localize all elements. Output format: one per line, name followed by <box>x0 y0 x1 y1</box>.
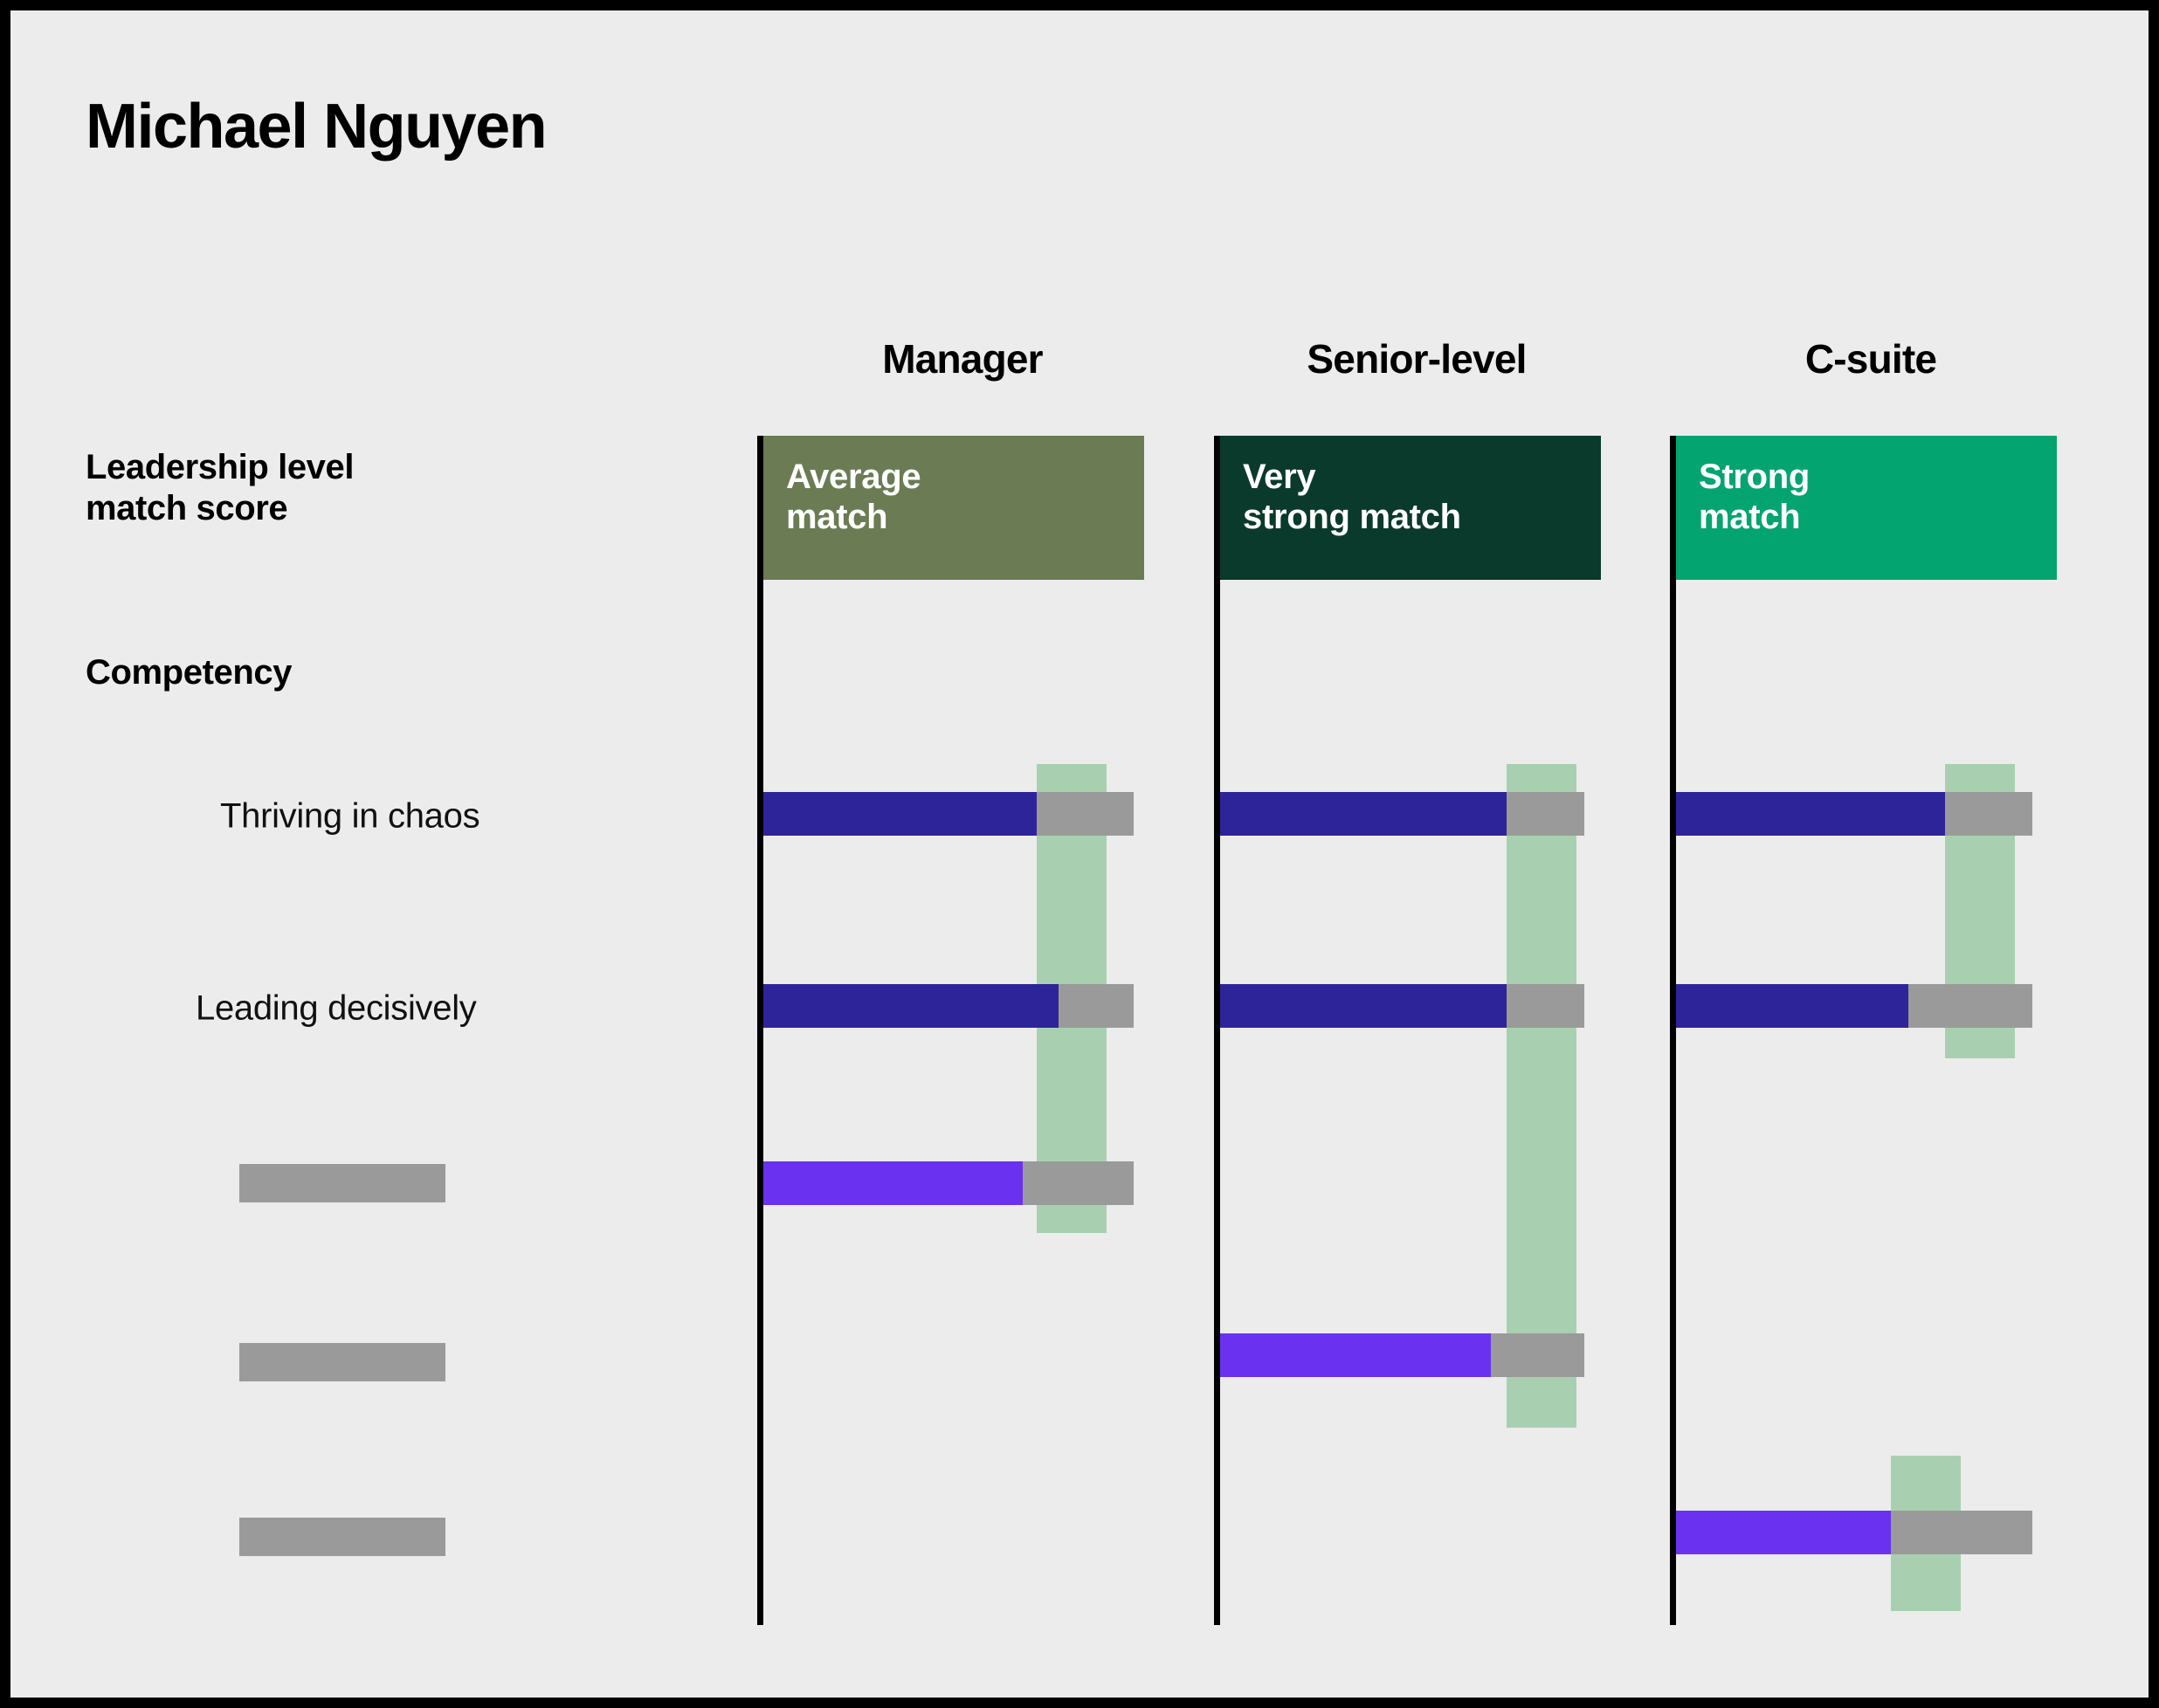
match-box-c-suite-label: Strong match <box>1699 458 1811 537</box>
row-label-redacted-5 <box>239 1518 445 1556</box>
score-bar-manager-row1 <box>763 792 1037 836</box>
match-box-senior-level: Very strong match <box>1220 436 1601 580</box>
leadership-level-match-score-label: Leadership level match score <box>86 448 355 528</box>
score-bar-senior-level-row2 <box>1220 984 1507 1028</box>
row-label-redacted-3 <box>239 1164 445 1202</box>
score-bar-senior-level-row1 <box>1220 792 1507 836</box>
row-label-leading-decisively: Leading decisively <box>196 988 477 1028</box>
page-title: Michael Nguyen <box>86 92 548 162</box>
score-bar-c-suite-row5 <box>1676 1511 1891 1554</box>
chart-canvas: Michael Nguyen Manager Senior-level C-su… <box>10 10 2149 1698</box>
column-header-manager: Manager <box>882 336 1043 382</box>
row-label-redacted-4 <box>239 1343 445 1381</box>
column-header-senior-level: Senior-level <box>1307 336 1527 382</box>
match-box-manager: Average match <box>763 436 1144 580</box>
score-bar-c-suite-row2 <box>1676 984 1908 1028</box>
score-bar-c-suite-row1 <box>1676 792 1945 836</box>
competency-label: Competency <box>86 653 293 692</box>
axis-line-c-suite <box>1670 436 1676 1625</box>
column-header-c-suite: C-suite <box>1804 336 1937 382</box>
axis-line-manager <box>757 436 763 1625</box>
row-label-thriving-in-chaos: Thriving in chaos <box>220 796 480 836</box>
match-box-senior-level-label: Very strong match <box>1243 458 1461 537</box>
score-bar-manager-row2 <box>763 984 1059 1028</box>
axis-line-senior-level <box>1214 436 1220 1625</box>
score-bar-senior-level-row4 <box>1220 1333 1491 1377</box>
score-bar-manager-row3 <box>763 1161 1023 1205</box>
match-box-c-suite: Strong match <box>1676 436 2057 580</box>
match-box-manager-label: Average match <box>786 458 921 537</box>
target-band-senior-level <box>1507 764 1576 1428</box>
